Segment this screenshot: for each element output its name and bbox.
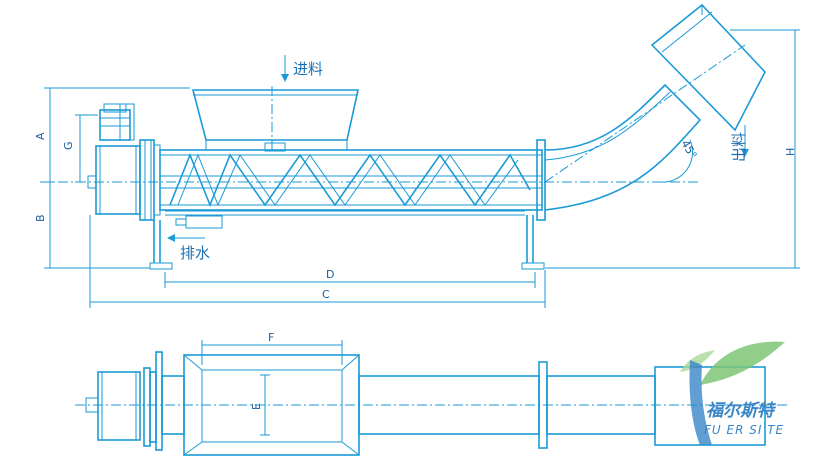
inlet-label: 进料 bbox=[293, 60, 323, 78]
gearbox bbox=[95, 145, 141, 215]
elevation-view: 进料 bbox=[34, 3, 800, 308]
company-logo: 福尔斯特 FU ER SI TE bbox=[680, 341, 785, 445]
dim-A: A bbox=[34, 132, 47, 140]
outlet-box bbox=[650, 3, 766, 132]
dim-H: H bbox=[784, 148, 797, 156]
dim-E: E bbox=[250, 403, 263, 410]
drain-label: 排水 bbox=[180, 244, 210, 262]
logo-name-cn: 福尔斯特 bbox=[706, 401, 777, 421]
outlet-label: 出料 bbox=[730, 132, 748, 162]
plan-view: E F bbox=[75, 331, 790, 456]
plan-motor bbox=[97, 371, 141, 441]
dim-B: B bbox=[34, 214, 47, 222]
screw-flights bbox=[169, 152, 531, 208]
end-flange-right bbox=[536, 139, 546, 221]
outlet-chute bbox=[544, 83, 702, 211]
motor bbox=[99, 109, 131, 141]
dim-C: C bbox=[322, 288, 330, 301]
end-flange-left bbox=[139, 139, 155, 221]
dim-D: D bbox=[326, 268, 334, 281]
dim-F: F bbox=[268, 331, 274, 344]
trough bbox=[159, 149, 543, 211]
logo-name-en: FU ER SI TE bbox=[704, 423, 784, 437]
logo-leaf-icon bbox=[700, 341, 785, 385]
feed-hopper bbox=[191, 89, 359, 141]
dim-G: G bbox=[62, 141, 75, 150]
